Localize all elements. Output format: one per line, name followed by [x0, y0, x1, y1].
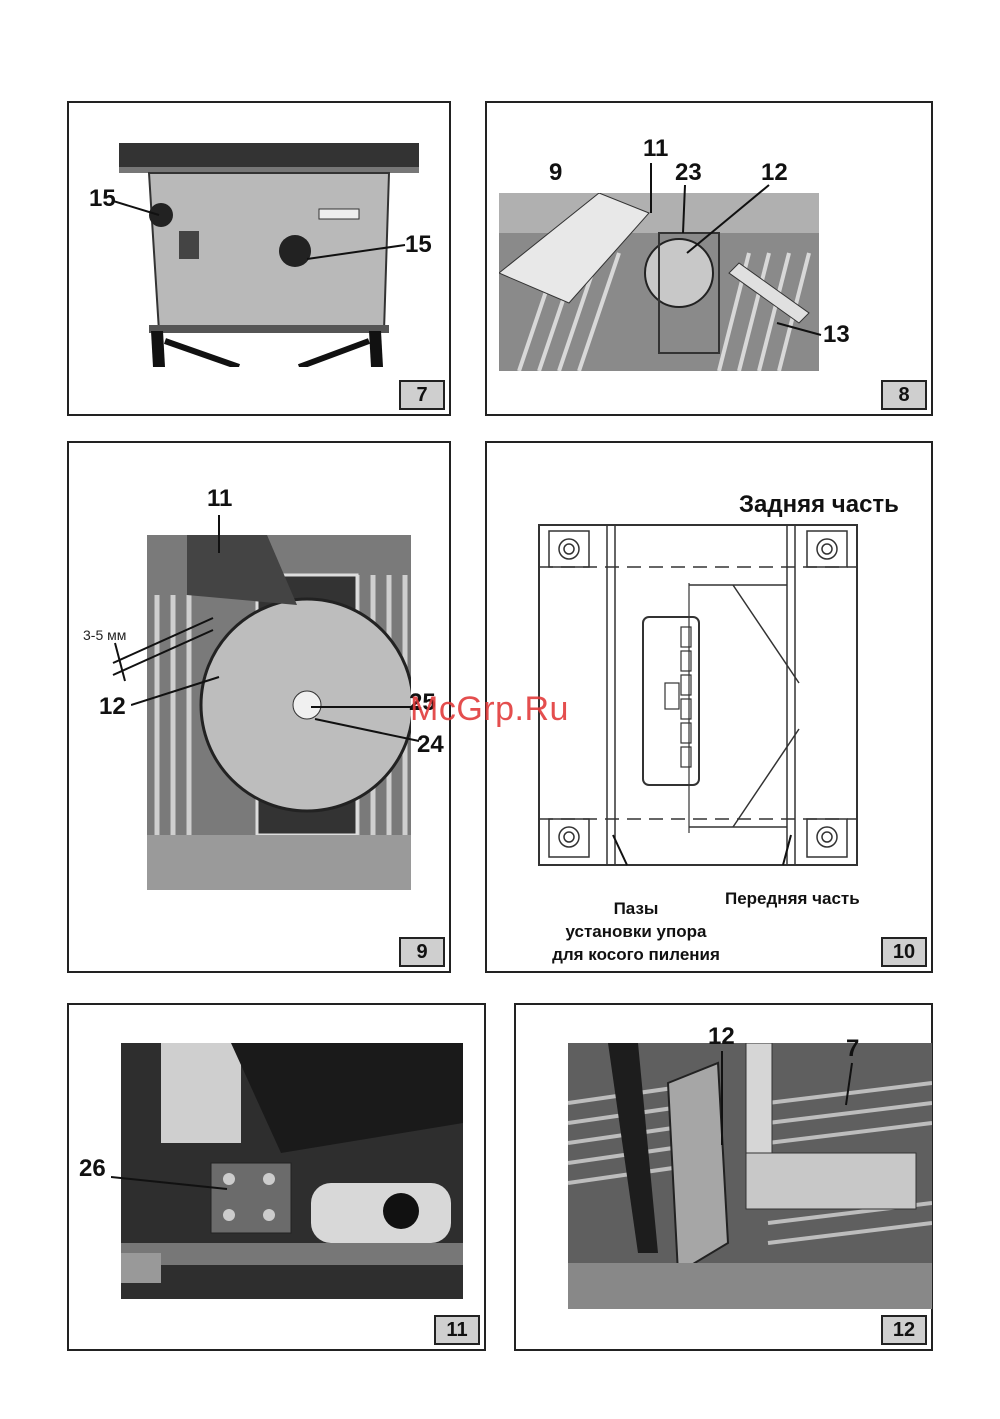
callout-15-right: 15	[405, 231, 432, 258]
figure-8-photo	[499, 193, 819, 371]
table-top-diagram	[538, 524, 858, 866]
figure-number: 10	[881, 937, 927, 967]
leader-lines	[650, 163, 822, 336]
figure-number: 9	[399, 937, 445, 967]
callout-11: 11	[643, 135, 669, 162]
callout-11: 11	[207, 485, 233, 512]
leader-line	[111, 1176, 228, 1190]
leader-lines	[721, 1051, 853, 1145]
callout-23: 23	[675, 159, 702, 186]
figure-number: 8	[881, 380, 927, 410]
callout-9: 9	[549, 159, 563, 186]
callout-12: 12	[708, 1023, 735, 1050]
leader-line	[218, 515, 220, 553]
watermark: McGrp.Ru	[410, 690, 569, 728]
leader-line	[131, 676, 220, 706]
figure-11-photo	[121, 1043, 463, 1299]
slots-label-line: установки упора	[565, 922, 707, 941]
figure-8-panel: 9 11 23 12 13 8	[485, 101, 933, 416]
callout-12: 12	[761, 159, 788, 186]
callout-15-left: 15	[89, 185, 116, 212]
figure-number: 7	[399, 380, 445, 410]
leader-lines	[311, 706, 420, 742]
leader-line	[113, 200, 160, 216]
figure-12-panel: 12 7 12	[514, 1003, 933, 1351]
figure-11-panel: 26 11	[67, 1003, 486, 1351]
figure-9-panel: 11 3-5 мм 12 25 24 9	[67, 441, 451, 973]
gap-label: 3-5 мм	[83, 627, 127, 643]
leader-line	[307, 244, 406, 260]
front-side-label: Передняя часть	[725, 889, 860, 908]
figure-9-photo	[147, 535, 411, 890]
figure-number: 11	[434, 1315, 480, 1345]
rear-side-label: Задняя часть	[739, 491, 899, 518]
slots-label: Пазы установки упора для косого пиления	[531, 897, 741, 966]
gap-dimension-icon	[112, 617, 214, 682]
figure-10-panel: Задняя часть Пазы установки упор	[485, 441, 933, 973]
callout-26: 26	[79, 1155, 106, 1182]
callout-13: 13	[823, 321, 850, 348]
figure-12-photo	[568, 1043, 932, 1309]
callout-12: 12	[99, 693, 126, 720]
callout-7: 7	[846, 1035, 860, 1062]
slots-label-line: для косого пиления	[552, 945, 720, 964]
callout-24: 24	[417, 731, 444, 758]
figure-7-panel: 15 15 7	[67, 101, 451, 416]
figure-number: 12	[881, 1315, 927, 1345]
callout-25: 25	[409, 689, 436, 716]
figure-7-photo	[119, 141, 419, 367]
slots-label-line: Пазы	[613, 899, 659, 918]
